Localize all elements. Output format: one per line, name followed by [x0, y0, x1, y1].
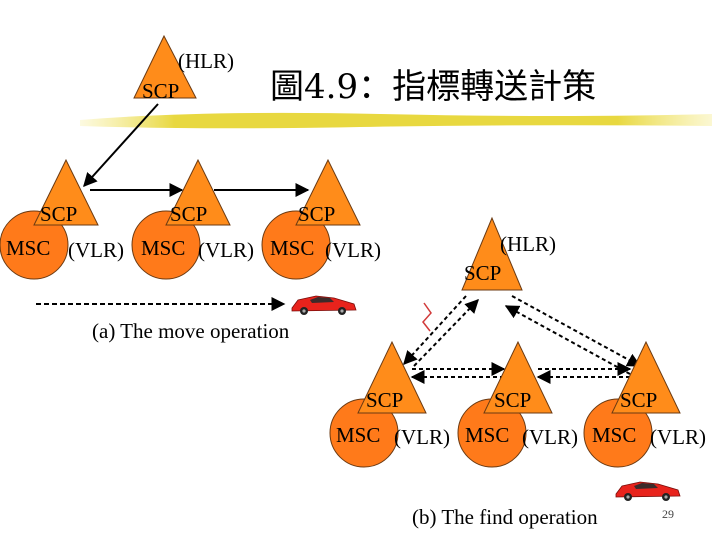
- move-arrows: [83, 103, 310, 197]
- caption-find: (b) The find operation: [412, 505, 598, 529]
- scp-label: SCP: [40, 202, 77, 226]
- scp-triangle: [133, 34, 197, 99]
- msc-label: MSC: [270, 236, 314, 260]
- scp-label: SCP: [170, 202, 207, 226]
- vlr-label: (VLR): [68, 238, 124, 262]
- hlr-scp-node-b: (HLR) SCP: [461, 216, 556, 291]
- scp-label: SCP: [464, 261, 501, 285]
- scp-label: SCP: [620, 388, 657, 412]
- scp-triangle: [33, 158, 99, 226]
- title-group: 圖4.9：指標轉送計策: [80, 67, 712, 129]
- dotted-scp3-to-hlr: [504, 305, 631, 375]
- node-a1: SCP MSC (VLR): [0, 158, 124, 280]
- page-number: 29: [662, 507, 674, 521]
- node-b3: SCP MSC (VLR): [583, 340, 706, 468]
- caption-move: (a) The move operation: [92, 319, 290, 343]
- scp-triangle: [461, 216, 523, 291]
- hlr-label: (HLR): [178, 49, 234, 73]
- msc-label: MSC: [141, 236, 185, 260]
- node-b1: SCP MSC (VLR): [329, 340, 450, 468]
- scp-triangle: [295, 158, 361, 226]
- dotted-hlr-to-scp1: [403, 295, 467, 366]
- msc-label: MSC: [465, 423, 509, 447]
- scp-label: SCP: [298, 202, 335, 226]
- dotted-hlr-to-scp3: [511, 295, 642, 367]
- title-underline-brush: [80, 112, 712, 129]
- find-arrows: [403, 295, 642, 384]
- dotted-scp1-to-hlr: [413, 298, 479, 367]
- msc-circle: [261, 210, 331, 280]
- msc-circle: [131, 210, 201, 280]
- arrow-hlr-to-scp1: [83, 103, 159, 188]
- hlr-scp-node-a: (HLR) SCP: [133, 34, 234, 103]
- scp-label: SCP: [494, 388, 531, 412]
- node-a3: SCP MSC (VLR): [261, 158, 381, 280]
- vlr-label: (VLR): [394, 425, 450, 449]
- msc-label: MSC: [592, 423, 636, 447]
- msc-label: MSC: [6, 236, 50, 260]
- hlr-label: (HLR): [500, 232, 556, 256]
- vlr-label: (VLR): [198, 238, 254, 262]
- broken-link-marker: [422, 302, 432, 332]
- car-icon: [615, 481, 681, 501]
- node-b2: SCP MSC (VLR): [457, 340, 578, 468]
- vlr-label: (VLR): [522, 425, 578, 449]
- scp-label: SCP: [366, 388, 403, 412]
- vlr-label: (VLR): [325, 238, 381, 262]
- msc-circle: [583, 398, 653, 468]
- scp-triangle: [611, 340, 681, 414]
- scp-triangle: [165, 158, 231, 226]
- scp-label: SCP: [142, 79, 179, 103]
- vlr-label: (VLR): [650, 425, 706, 449]
- node-a2: SCP MSC (VLR): [131, 158, 254, 280]
- scp-triangle: [357, 340, 427, 414]
- page-title: 圖4.9：指標轉送計策: [270, 67, 596, 107]
- msc-label: MSC: [336, 423, 380, 447]
- scp-triangle: [483, 340, 553, 414]
- car-icon: [291, 295, 357, 315]
- msc-circle: [0, 210, 69, 280]
- msc-circle: [329, 398, 399, 468]
